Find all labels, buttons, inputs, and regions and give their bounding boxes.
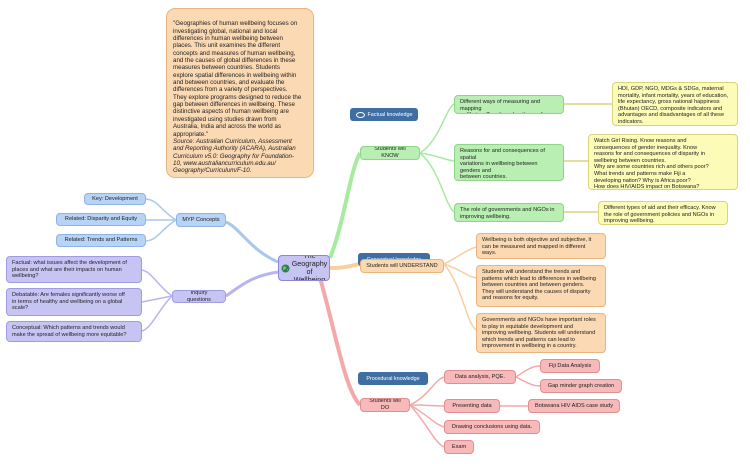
inquiry-factual[interactable]: Factual: what issues affect the developm… xyxy=(6,256,142,283)
understand-item-governments[interactable]: Governments and NGOs have important role… xyxy=(476,313,606,353)
know-detail-aid[interactable]: Different types of aid and their efficac… xyxy=(598,201,728,225)
globe-icon xyxy=(281,264,290,272)
inquiry-conceptual[interactable]: Conceptual: Which patterns and trends wo… xyxy=(6,321,142,342)
do-item-data-analysis[interactable]: Data analysis, PQE. xyxy=(444,370,516,384)
understand-item-trends[interactable]: Students will understand the trends and … xyxy=(476,265,606,307)
intro-quote: "Geographies of human wellbeing focuses … xyxy=(166,8,314,178)
inquiry-questions-node[interactable]: Inquiry questions xyxy=(172,290,226,303)
students-know-node[interactable]: Students will KNOW xyxy=(360,146,420,160)
know-item-measuring[interactable]: Different ways of measuring and mapping … xyxy=(454,95,564,114)
do-detail-gapminder[interactable]: Gap minder graph creation xyxy=(540,379,622,393)
know-item-governments[interactable]: The role of governments and NGOs in impr… xyxy=(454,203,564,222)
know-detail-girl-rising[interactable]: Watch Girl Rising. Know reasons and cons… xyxy=(588,134,738,190)
understand-item-objective[interactable]: Wellbeing is both objective and subjecti… xyxy=(476,233,606,259)
know-detail-indicators[interactable]: HDI, GDP, NGO, MDGs & SDGs, maternal mor… xyxy=(612,82,738,126)
intro-source: Source: Australian Curriculum, Assessmen… xyxy=(173,137,296,175)
intro-text: "Geographies of human wellbeing focuses … xyxy=(173,20,302,138)
students-understand-node[interactable]: Students will UNDERSTAND xyxy=(360,259,444,273)
inquiry-debatable[interactable]: Debatable: Are females significantly wor… xyxy=(6,288,142,316)
central-topic[interactable]: The Geography of Wellbeing xyxy=(278,255,330,281)
students-do-node[interactable]: Students will DO xyxy=(360,398,410,412)
do-item-conclusions[interactable]: Drawing conclusions using data. xyxy=(444,420,540,434)
myp-item-disparity[interactable]: Related: Disparity and Equity xyxy=(56,213,146,226)
do-item-exam[interactable]: Exam xyxy=(444,440,474,454)
myp-item-trends[interactable]: Related: Trends and Patterns xyxy=(56,234,146,247)
central-title: The Geography of Wellbeing xyxy=(291,255,328,281)
eye-icon xyxy=(355,111,365,118)
do-item-presenting[interactable]: Presenting data xyxy=(444,399,500,413)
myp-concepts-node[interactable]: MYP Concepts xyxy=(176,213,226,227)
myp-item-key[interactable]: Key: Development xyxy=(84,193,146,205)
know-item-reasons[interactable]: Reasons for and consequences of spatial … xyxy=(454,144,564,181)
do-detail-botswana[interactable]: Botswana HIV AIDS case study xyxy=(528,399,620,413)
factual-knowledge-tag: Factual knowledge xyxy=(350,108,418,121)
procedural-knowledge-tag: Procedural knowledge xyxy=(358,372,428,385)
do-detail-fiji[interactable]: Fiji Data Analysis xyxy=(540,359,600,373)
